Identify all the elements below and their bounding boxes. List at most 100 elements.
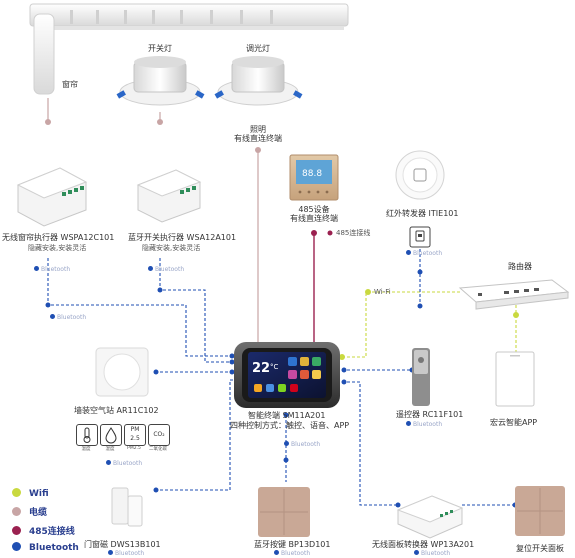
remote-bluetooth-tag: Bluetooth [406,421,442,429]
legend-line485-swatch [12,526,21,535]
legend-bluetooth-label: Bluetooth [29,543,79,553]
lighting-label: 照明 [250,125,266,134]
pm25-icon: PM 2.5 [124,424,146,446]
bt-curtain-actuator [47,258,232,357]
legend-bluetooth-swatch [12,542,21,551]
air-icon-caption: PM2.5 [127,446,141,451]
panel-converter-label: 无线面板转换器 WP13A201 [372,540,474,550]
line485-node [311,230,317,236]
curtain-actuator-note: 隐藏安装,安装灵活 [28,244,87,252]
co2-icon: CO₂ [148,424,170,446]
panel-converter-bluetooth-tag: Bluetooth [414,550,450,558]
door-sensor-bluetooth-tag: Bluetooth [108,550,144,558]
curtain-actuator-name: 无线窗帘执行器 [2,233,58,242]
cloud-app-phone-image [495,351,535,407]
ir-bluetooth-tag: Bluetooth [406,250,442,258]
curtain-label: 窗帘 [62,80,78,89]
ir-icon [409,226,431,248]
line485-tag: 485连接线 [336,229,371,237]
panel-converter-name: 无线面板转换器 [372,540,428,549]
air-station-image [95,347,149,397]
ir-transmitter-name: 红外转发器 [386,209,426,218]
bt-button-bluetooth-tag: Bluetooth [274,550,310,558]
air-station-label: 墙装空气站 AR11C102 [74,406,159,416]
dimmer-light-label: 调光灯 [246,44,270,53]
air-icon-caption: 湿度 [105,447,115,452]
switch-light-label: 开关灯 [148,44,172,53]
switch-actuator-label: 蓝牙开关执行器 WSA12A101 [128,233,236,243]
ir-transmitter-model: ITIE101 [428,209,459,218]
bt-switch-actuator [159,258,232,363]
air-station-bluetooth-tag: Bluetooth [106,460,142,468]
wifi-tag: Wi-Fi [374,288,391,296]
cable-node [255,147,261,153]
curtain-actuator-label: 无线窗帘执行器 WSPA12C101 [2,233,114,243]
cable-node [45,119,51,125]
dimmer-light-image [214,56,303,106]
terminal-name: 智能终端 [248,411,280,420]
device485-image: 88.8 [289,154,339,201]
switch-actuator-bluetooth-tag: Bluetooth [148,266,184,274]
device485-sub-label: 有线直连终端 [290,214,338,223]
door-sensor-label: 门窗磁 DWS13B101 [84,540,161,550]
air-station-name: 墙装空气站 [74,406,114,415]
cable-node [157,119,163,125]
door-sensor-model: DWS13B101 [110,540,161,549]
bluetooth-line-tag: Bluetooth [50,314,86,322]
bt-button-name: 蓝牙按键 [254,540,286,549]
ir-transmitter-label: 红外转发器 ITIE101 [386,209,458,219]
thermometer-icon [76,424,98,446]
legend-wifi-label: Wifi [29,489,49,499]
panel-converter-image [396,495,464,539]
remote-model: RC11F101 [422,410,464,419]
curtain-actuator-model: WSPA12C101 [60,233,115,242]
air-icon-caption: 温度 [81,447,91,452]
legend-line485-label: 485连接线 [29,527,75,537]
smart-terminal-image [234,342,340,408]
legend-cable-swatch [12,507,21,516]
door-sensor-image [111,487,143,527]
panel-converter-model: WP13A201 [430,540,475,549]
wifi-node [513,312,519,318]
lighting-sub-label: 有线直连终端 [234,134,282,143]
bt-button-model: BP13D101 [288,540,331,549]
pm25-icon-bottom: 2.5 [130,435,140,442]
switch-actuator-note: 隐藏安装,安装灵活 [142,244,201,252]
co2-icon-text: CO₂ [153,431,165,438]
door-sensor-name: 门窗磁 [84,540,108,549]
reset-panel-label: 复位开关面板 [516,544,564,553]
air-icon-caption: 二氧化碳 [149,447,167,452]
terminal-modes-label: 四种控制方式：触控、语音、APP [230,421,350,430]
bt-button-image [258,487,310,537]
hub-temperature: 22 [252,361,271,376]
curtain-actuator-bluetooth-tag: Bluetooth [34,266,70,274]
cloud-app-label: 宏云智能APP [490,418,538,427]
bluetooth-lines [47,249,515,506]
remote-image [412,348,430,406]
terminal-bluetooth-tag: Bluetooth [284,441,320,449]
reset-panel-image [515,486,565,536]
wifi-terminal-router [342,291,460,358]
switch-light-image [116,56,205,106]
terminal-model: SM11A201 [282,411,326,420]
switch-actuator-name: 蓝牙开关执行器 [128,233,184,242]
hub-temperature-unit: °C [270,363,279,371]
remote-name: 遥控器 [396,410,420,419]
wifi-node [339,354,345,360]
bt-button-label: 蓝牙按键 BP13D101 [254,540,330,550]
pm25-icon-top: PM [130,426,140,433]
hub-tile-icons [254,357,321,392]
device485-label: 485设备 [298,205,330,214]
terminal-label: 智能终端 SM11A201 [248,411,325,421]
wifi-lines [342,291,517,358]
air-station-model: AR11C102 [116,406,159,415]
line485-tag-dot [327,230,333,236]
legend-bluetooth: Bluetooth [12,542,79,554]
switch-actuator-image [136,169,202,223]
wifi-node [365,289,371,295]
legend-wifi-swatch [12,488,21,497]
switch-actuator-model: WSA12A101 [186,233,237,242]
ir-transmitter-image [395,150,445,200]
